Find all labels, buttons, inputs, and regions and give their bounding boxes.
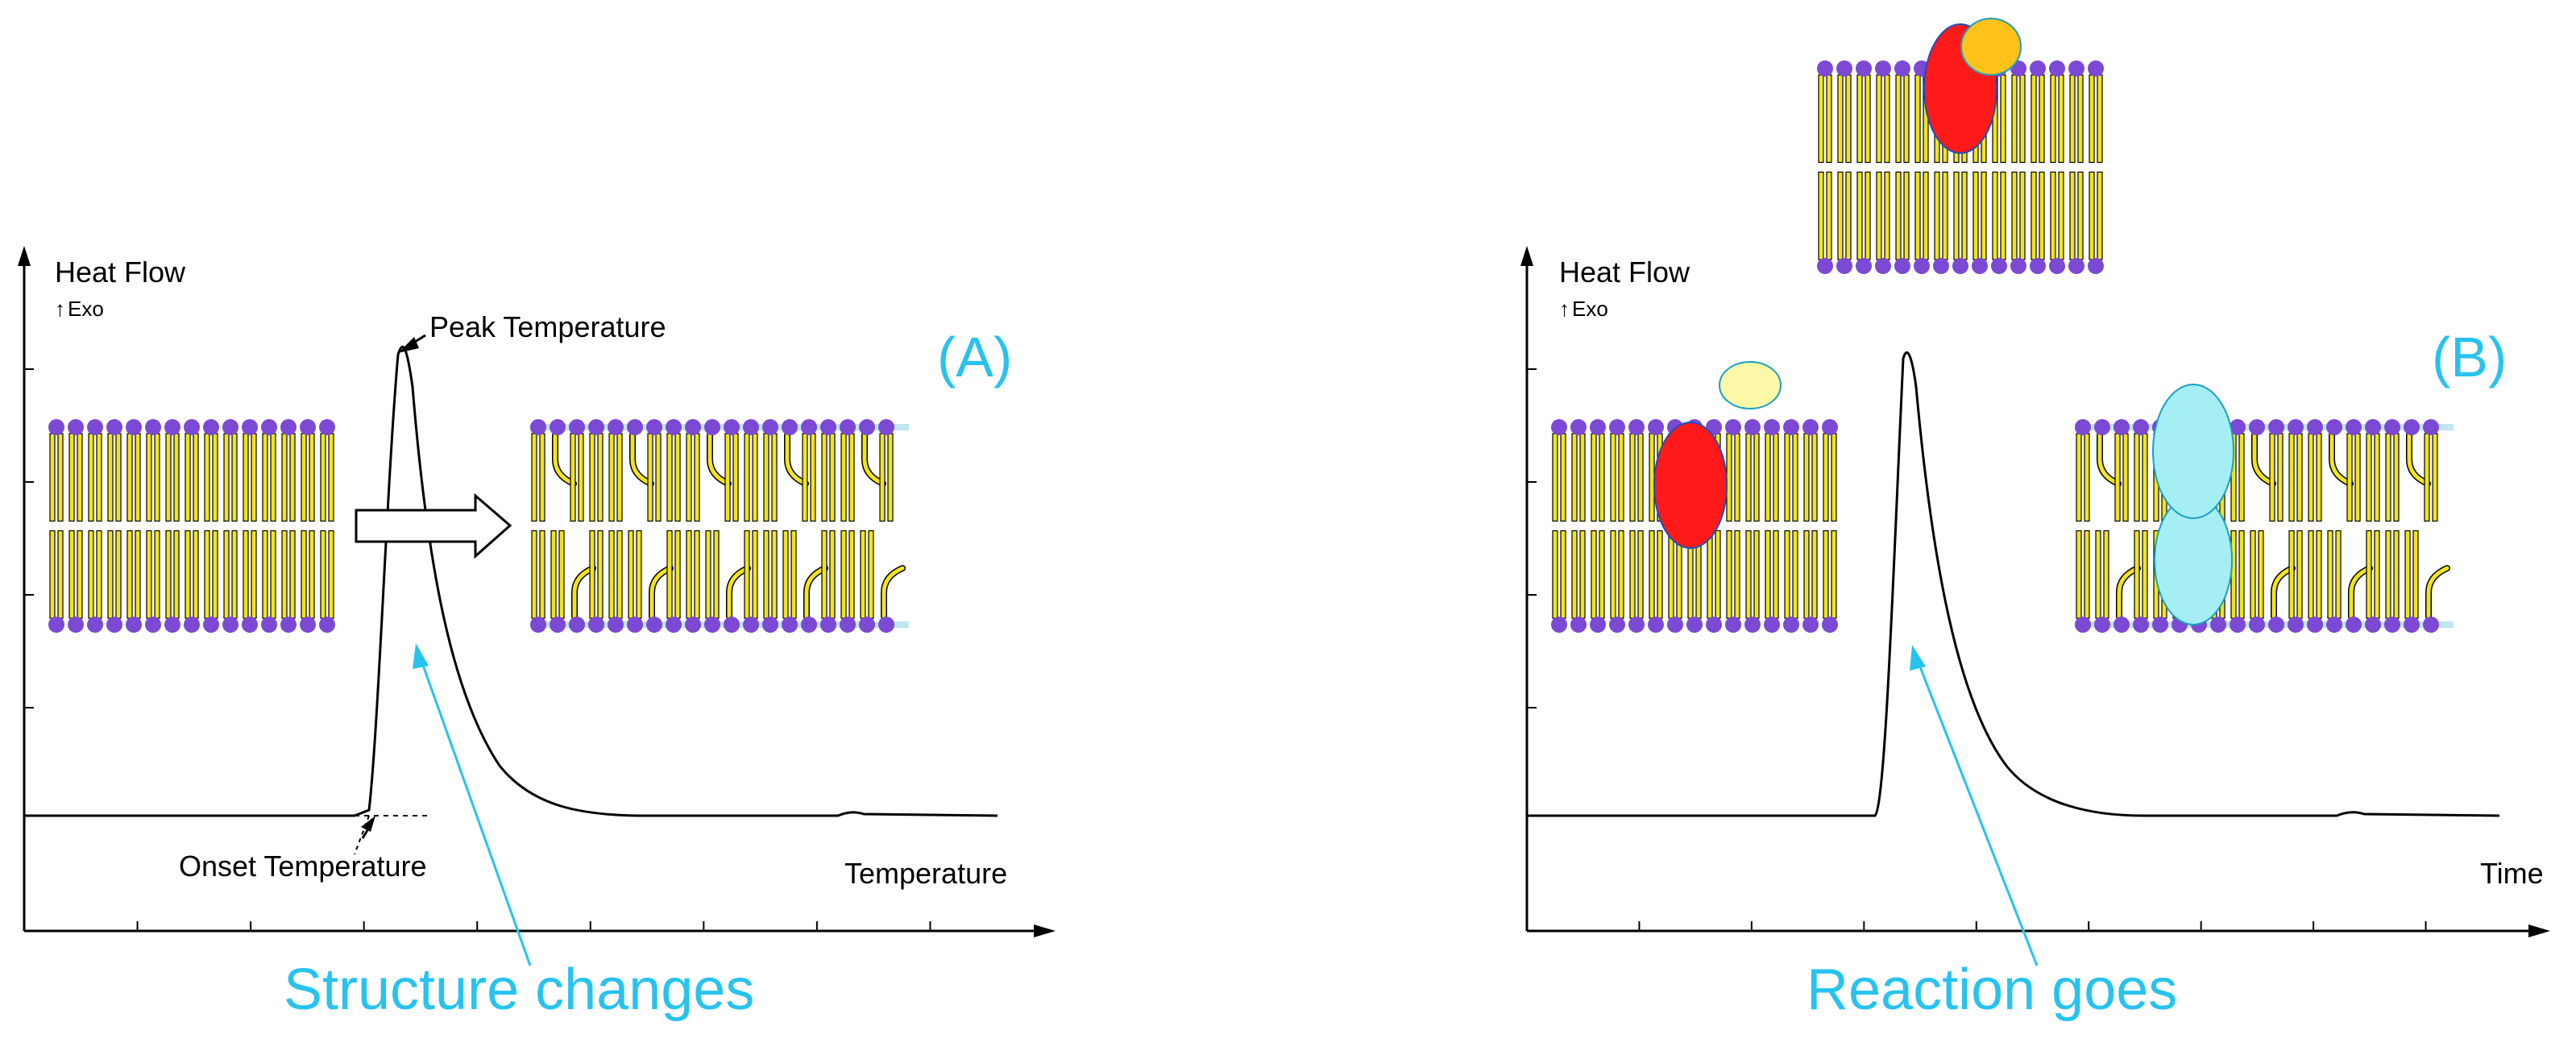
panel-a-exo-label: Exo <box>68 297 104 321</box>
panel-a-x-ticks <box>136 921 931 931</box>
panel-b-exo-label: Exo <box>1572 297 1608 321</box>
panel-a-exo-arrow-icon: ↑ <box>55 297 65 321</box>
panel-a-y-ticks <box>24 368 34 816</box>
panel-b-heat-flow-curve <box>1527 351 2500 817</box>
panel-b-exo-arrow-icon: ↑ <box>1559 297 1570 321</box>
panel-b-caption-pointer <box>1916 660 2039 966</box>
panel-b-ylabel: Heat Flow <box>1559 256 1690 289</box>
protein-ellipse-icon <box>2152 384 2234 519</box>
panel-a-y-axis <box>18 246 34 931</box>
panel-b: Heat Flow ↑ Exo Time (B) Reaction goes <box>1520 18 2550 1022</box>
panel-b-y-ticks <box>1527 368 1537 816</box>
panel-b-membrane-right <box>2075 419 2454 633</box>
protein-ellipse-icon <box>1653 422 1728 549</box>
panel-a-membrane-ordered <box>48 419 335 633</box>
panel-a-membrane-disordered <box>530 419 909 633</box>
panel-a-caption-pointer <box>419 658 532 966</box>
panel-a-panel-label: (A) <box>937 326 1012 388</box>
panel-b-y-axis <box>1520 246 1537 931</box>
panel-a-x-axis <box>24 921 1056 937</box>
panel-b-x-axis <box>1527 921 2550 937</box>
panel-a: Heat Flow ↑ Exo Peak Temperature Onset T… <box>18 246 1056 1022</box>
panel-a-onset-label: Onset Temperature <box>179 850 427 883</box>
panel-b-xlabel: Time <box>2480 857 2544 890</box>
protein-ellipse-icon <box>1719 361 1782 409</box>
panel-b-caption: Reaction goes <box>1807 958 2177 1022</box>
panel-a-caption: Structure changes <box>284 958 754 1022</box>
panel-b-x-ticks <box>1638 921 2427 931</box>
panel-a-ylabel: Heat Flow <box>55 256 186 289</box>
panel-a-xlabel: Temperature <box>844 857 1007 890</box>
panel-a-transition-arrow <box>355 492 512 559</box>
protein-ellipse-icon <box>1960 18 2022 76</box>
panel-a-peak-label: Peak Temperature <box>429 310 666 343</box>
panel-a-onset-tangent <box>354 815 370 855</box>
panel-a-onset-leader <box>361 816 375 839</box>
panel-a-peak-leader <box>398 334 426 353</box>
panel-b-panel-label: (B) <box>2432 326 2507 388</box>
panel-b-caption-arrowhead <box>1910 645 1926 671</box>
panel-a-caption-arrowhead <box>413 643 429 669</box>
panel-b-membrane-top <box>1817 60 2104 274</box>
